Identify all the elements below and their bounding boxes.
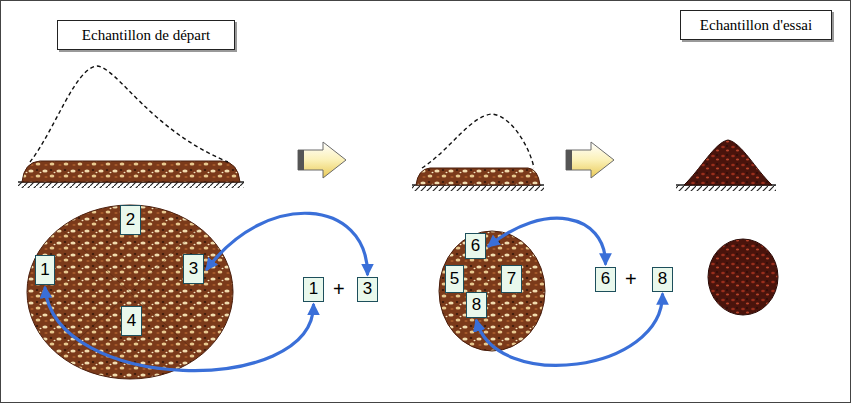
combined-quarter: 6 bbox=[595, 267, 616, 292]
quarter-number: 8 bbox=[466, 292, 487, 318]
box-text: 8 bbox=[658, 270, 667, 289]
process-arrow-tail bbox=[298, 150, 304, 170]
quarter-number: 3 bbox=[183, 254, 204, 284]
cone-outline bbox=[422, 114, 534, 168]
box-text: 2 bbox=[126, 211, 135, 230]
box-text: Echantillon d'essai bbox=[700, 17, 812, 34]
plus-sign: + bbox=[333, 279, 345, 299]
transfer-arrow bbox=[207, 213, 368, 274]
ground-hatch bbox=[676, 185, 776, 191]
test-sample-top-view bbox=[708, 239, 778, 315]
quarter-number: 7 bbox=[501, 265, 522, 293]
box-text: 3 bbox=[363, 280, 372, 299]
transfer-arrow bbox=[489, 218, 606, 263]
flattened-pile bbox=[22, 161, 240, 182]
caption-box: Echantillon de départ bbox=[57, 20, 235, 50]
plus-sign: + bbox=[625, 269, 637, 289]
box-text: 4 bbox=[127, 312, 136, 331]
box-text: 1 bbox=[40, 261, 49, 280]
original-cone-outline bbox=[30, 66, 228, 162]
flattened-pile bbox=[416, 168, 540, 185]
ground-hatch bbox=[18, 182, 244, 188]
box-text: 6 bbox=[471, 237, 480, 256]
box-text: 8 bbox=[472, 296, 481, 315]
combined-quarter: 1 bbox=[303, 277, 324, 302]
transfer-arrow bbox=[477, 295, 663, 366]
combined-quarter: 8 bbox=[652, 267, 673, 292]
quartering-lines bbox=[60, 228, 200, 356]
box-text: 1 bbox=[309, 280, 318, 299]
box-text: 3 bbox=[189, 260, 198, 279]
process-arrow bbox=[566, 142, 614, 178]
box-text: 6 bbox=[601, 270, 610, 289]
quarter-number: 6 bbox=[465, 233, 486, 259]
ground-hatch bbox=[412, 185, 544, 191]
quarter-number: 1 bbox=[35, 255, 55, 285]
quarter-number: 2 bbox=[120, 205, 141, 235]
test-cone bbox=[684, 140, 772, 185]
pile-top-view bbox=[439, 231, 545, 351]
box-text: 5 bbox=[450, 270, 459, 289]
quarter-number: 4 bbox=[121, 306, 142, 336]
quarter-number: 5 bbox=[445, 265, 464, 293]
box-text: Echantillon de départ bbox=[82, 27, 210, 44]
box-text: 7 bbox=[507, 270, 516, 289]
pile-top-view bbox=[27, 205, 233, 379]
process-arrow-tail bbox=[566, 150, 572, 170]
process-arrow bbox=[298, 142, 346, 178]
transfer-arrow bbox=[45, 288, 314, 371]
combined-quarter: 3 bbox=[357, 277, 378, 302]
caption-box: Echantillon d'essai bbox=[680, 10, 832, 40]
